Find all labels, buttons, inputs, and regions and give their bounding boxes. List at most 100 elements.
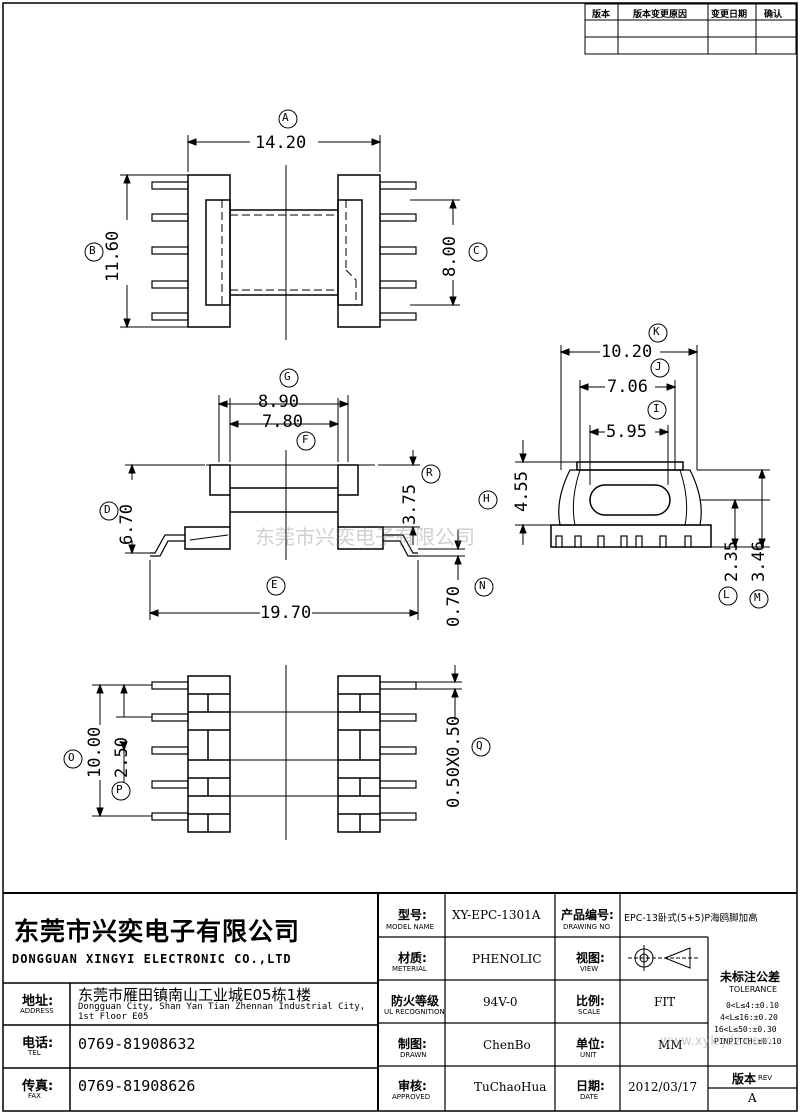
dim-value-Q: 0.50X0.50 (444, 715, 464, 808)
dim-value-O: 10.00 (85, 726, 105, 778)
dim-letter-O: O (68, 751, 75, 764)
tolerance-row-3: 16<L≤50:±0.30 (714, 1025, 777, 1034)
rev-header-reason: 版本变更原因 (633, 10, 688, 20)
company-name-cn: 东莞市兴奕电子有限公司 (14, 917, 301, 946)
drawing-label-en: DRAWING NO (563, 923, 610, 931)
drawn-label-cn: 制图: (398, 1037, 427, 1051)
dim-value-L: 2.35 (722, 541, 742, 582)
material-label-en: METERIAL (392, 965, 427, 973)
dim-value-E: 19.70 (260, 603, 312, 623)
dim-value-P: 2.50 (112, 737, 132, 778)
dim-value-N: 0.70 (444, 586, 464, 627)
approved-label-cn: 审核: (398, 1079, 427, 1093)
rev-value: A (748, 1091, 757, 1105)
dim-letter-G: G (284, 370, 291, 383)
drawing-number: EPC-13卧式(5+5)P海鸥脚加高 (624, 913, 758, 924)
dim-letter-N: N (479, 579, 486, 592)
company-name-en: DONGGUAN XINGYI ELECTRONIC CO.,LTD (12, 952, 292, 966)
date-value: 2012/03/17 (628, 1080, 698, 1094)
drawing-label-cn: 产品编号: (561, 908, 614, 922)
model-value: XY-EPC-1301A (452, 908, 541, 922)
rev-header-confirm: 确认 (764, 10, 783, 20)
dim-value-F: 7.80 (262, 412, 303, 432)
front-view-dims (125, 395, 465, 620)
dim-letter-F: F (302, 433, 309, 446)
tolerance-title-cn: 未标注公差 (720, 970, 781, 984)
dim-value-I: 5.95 (606, 422, 647, 442)
approved-value: TuChaoHua (474, 1080, 547, 1094)
top-view (151, 165, 417, 340)
dim-letter-E: E (271, 578, 278, 591)
dim-value-G: 8.90 (258, 392, 299, 412)
dim-value-C: 8.00 (440, 236, 460, 277)
rev-label-en: REV (758, 1074, 773, 1082)
revision-table (584, 3, 797, 55)
view-label-en: VIEW (580, 965, 599, 973)
material-label-cn: 材质: (398, 951, 427, 965)
dim-letter-R: R (426, 466, 433, 479)
dim-letter-Q: Q (476, 739, 483, 752)
dim-value-K: 10.20 (601, 342, 653, 362)
dim-letter-I: I (653, 402, 660, 415)
tel-label-cn: 电话: (22, 1036, 54, 1051)
dim-value-R: 3.75 (400, 484, 420, 525)
dim-letter-M: M (754, 591, 761, 604)
tel-value: 0769-81908632 (78, 1035, 196, 1053)
material-value: PHENOLIC (472, 952, 542, 966)
dim-letter-J: J (655, 360, 662, 373)
tolerance-row-1: 0<L≤4:±0.10 (726, 1001, 779, 1010)
watermark-url: www.xyk jdz.com (660, 1034, 773, 1049)
front-view (150, 450, 418, 560)
callout-circles (63, 109, 769, 801)
ul-value: 94V-0 (483, 995, 518, 1009)
side-view (550, 461, 712, 548)
scale-label-cn: 比例: (576, 994, 605, 1008)
projection-symbol-icon (628, 945, 700, 971)
dim-letter-A: A (282, 111, 289, 124)
rev-label-cn: 版本 (732, 1072, 757, 1086)
tolerance-row-2: 4<L≤16:±0.20 (720, 1013, 778, 1022)
bottom-view (151, 665, 417, 840)
tel-label-en: TEL (28, 1049, 41, 1057)
date-label-cn: 日期: (576, 1079, 605, 1093)
dim-value-M: 3.46 (749, 541, 769, 582)
address-label-en: ADDRESS (20, 1007, 54, 1015)
tolerance-row-4: PINPITCH:±0.10 (714, 1037, 782, 1046)
dim-letter-K: K (653, 325, 660, 338)
ul-label-cn: 防火等级 (391, 994, 440, 1008)
title-block-grid (3, 892, 797, 1111)
dim-letter-P: P (116, 783, 123, 796)
dim-value-D: 6.70 (117, 504, 137, 545)
dim-value-B: 11.60 (103, 230, 123, 282)
dim-value-A: 14.20 (255, 133, 307, 153)
unit-value: MM (658, 1038, 683, 1052)
fax-label-en: FAX (28, 1092, 41, 1100)
tolerance-title-en: TOLERANCE (729, 985, 778, 994)
model-label-cn: 型号: (398, 908, 427, 922)
dim-letter-L: L (723, 588, 730, 601)
dim-letter-B: B (89, 244, 96, 257)
scale-value: FIT (654, 995, 676, 1009)
unit-label-cn: 单位: (576, 1037, 605, 1051)
model-label-en: MODEL NAME (386, 923, 434, 931)
watermark-text: 东莞市兴奕电子有限公司 (255, 525, 475, 549)
dim-letter-C: C (473, 244, 480, 257)
rev-header-date: 变更日期 (711, 10, 748, 20)
drawn-value: ChenBo (483, 1038, 531, 1052)
address-en-line2: 1st Floor E05 (78, 1012, 149, 1022)
drawn-label-en: DRAWN (400, 1051, 427, 1059)
unit-label-en: UNIT (580, 1051, 597, 1059)
bottom-view-dims (92, 665, 462, 818)
dim-letter-H: H (483, 492, 490, 505)
address-cn: 东莞市雁田镇南山工业城E05栋1楼 (78, 986, 312, 1004)
address-en-line1: Dongguan City, Shan Yan Tian Zhennan Ind… (78, 1002, 366, 1012)
scale-label-en: SCALE (578, 1008, 601, 1016)
dim-value-J: 7.06 (607, 377, 648, 397)
view-label-cn: 视图: (576, 951, 605, 965)
date-label-en: DATE (580, 1093, 599, 1101)
dim-letter-D: D (104, 503, 111, 516)
top-view-dims (120, 135, 460, 329)
approved-label-en: APPROVED (392, 1093, 431, 1101)
rev-header-version: 版本 (592, 10, 611, 20)
